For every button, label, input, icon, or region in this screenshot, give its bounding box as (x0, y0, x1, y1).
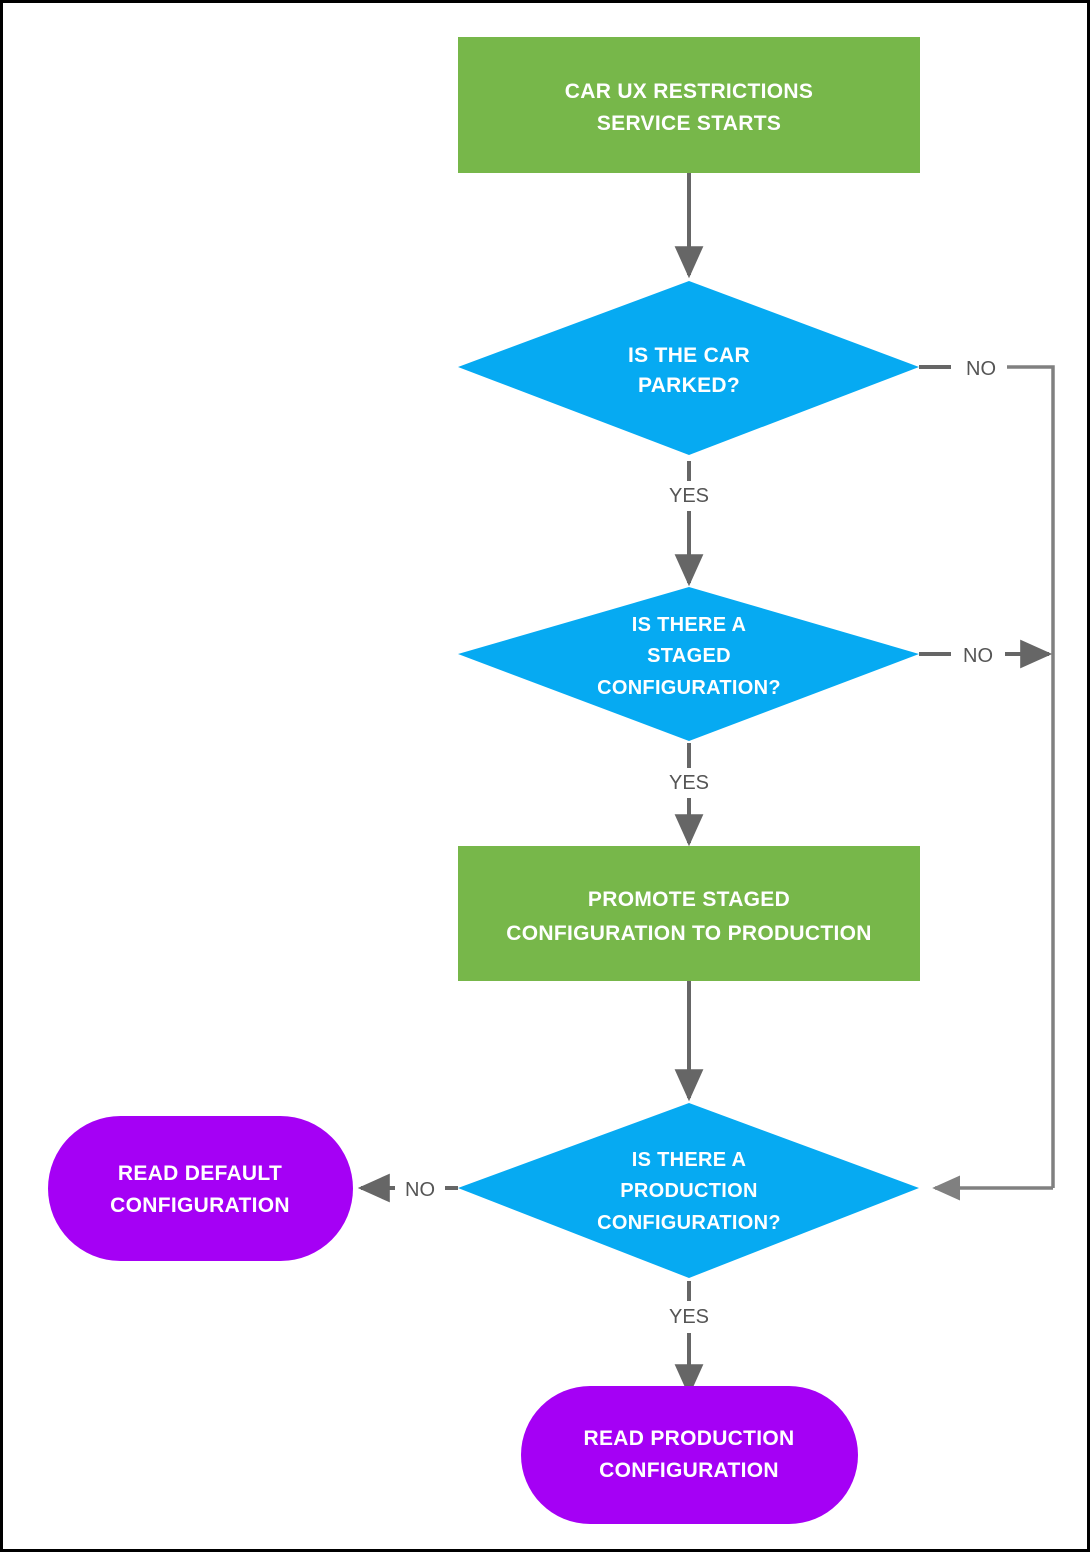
decision-production-label-line2: PRODUCTION (620, 1180, 757, 1202)
start-label-line1: CAR UX RESTRICTIONS (565, 80, 813, 103)
decision-staged-label-line2: STAGED (647, 645, 731, 667)
edge-label-staged-no: NO (963, 645, 993, 667)
decision-staged-shape (458, 587, 919, 741)
decision-staged-label-line1: IS THERE A (632, 614, 747, 636)
decision-parked-label-line2: PARKED? (638, 374, 740, 397)
edge-label-production-yes: YES (669, 1306, 709, 1328)
read-production-label-line2: CONFIGURATION (599, 1459, 779, 1482)
start-shape (458, 37, 920, 173)
promote-label-line2: CONFIGURATION TO PRODUCTION (506, 922, 871, 945)
decision-production-shape (458, 1103, 919, 1278)
decision-parked-label-line1: IS THE CAR (628, 344, 750, 367)
read-default-label-line1: READ DEFAULT (118, 1162, 282, 1185)
node-decision-staged[interactable]: IS THERE A STAGED CONFIGURATION? (458, 587, 919, 741)
promote-label-line1: PROMOTE STAGED (588, 888, 790, 911)
start-label-line2: SERVICE STARTS (597, 112, 781, 135)
decision-production-label-line1: IS THERE A (632, 1149, 747, 1171)
promote-shape (458, 846, 920, 981)
node-read-production[interactable]: READ PRODUCTION CONFIGURATION (521, 1386, 858, 1524)
node-start[interactable]: CAR UX RESTRICTIONS SERVICE STARTS (458, 37, 920, 173)
decision-production-label-line3: CONFIGURATION? (597, 1212, 781, 1234)
decision-staged-label-line3: CONFIGURATION? (597, 677, 781, 699)
edge-parked-no-loopline (1007, 365, 1055, 1188)
read-production-label-line1: READ PRODUCTION (583, 1427, 794, 1450)
flowchart-svg: CAR UX RESTRICTIONS SERVICE STARTS IS TH… (48, 37, 1055, 1524)
edge-label-parked-yes: YES (669, 485, 709, 507)
node-read-default[interactable]: READ DEFAULT CONFIGURATION (48, 1116, 353, 1261)
node-promote[interactable]: PROMOTE STAGED CONFIGURATION TO PRODUCTI… (458, 846, 920, 981)
node-decision-production[interactable]: IS THERE A PRODUCTION CONFIGURATION? (458, 1103, 919, 1278)
edge-label-production-no: NO (405, 1179, 435, 1201)
edge-label-staged-yes: YES (669, 772, 709, 794)
node-decision-parked[interactable]: IS THE CAR PARKED? (458, 281, 919, 455)
edge-label-parked-no: NO (966, 358, 996, 380)
read-default-label-line2: CONFIGURATION (110, 1194, 290, 1217)
read-default-shape (48, 1116, 353, 1261)
decision-parked-shape (458, 281, 919, 455)
read-production-shape (521, 1386, 858, 1524)
